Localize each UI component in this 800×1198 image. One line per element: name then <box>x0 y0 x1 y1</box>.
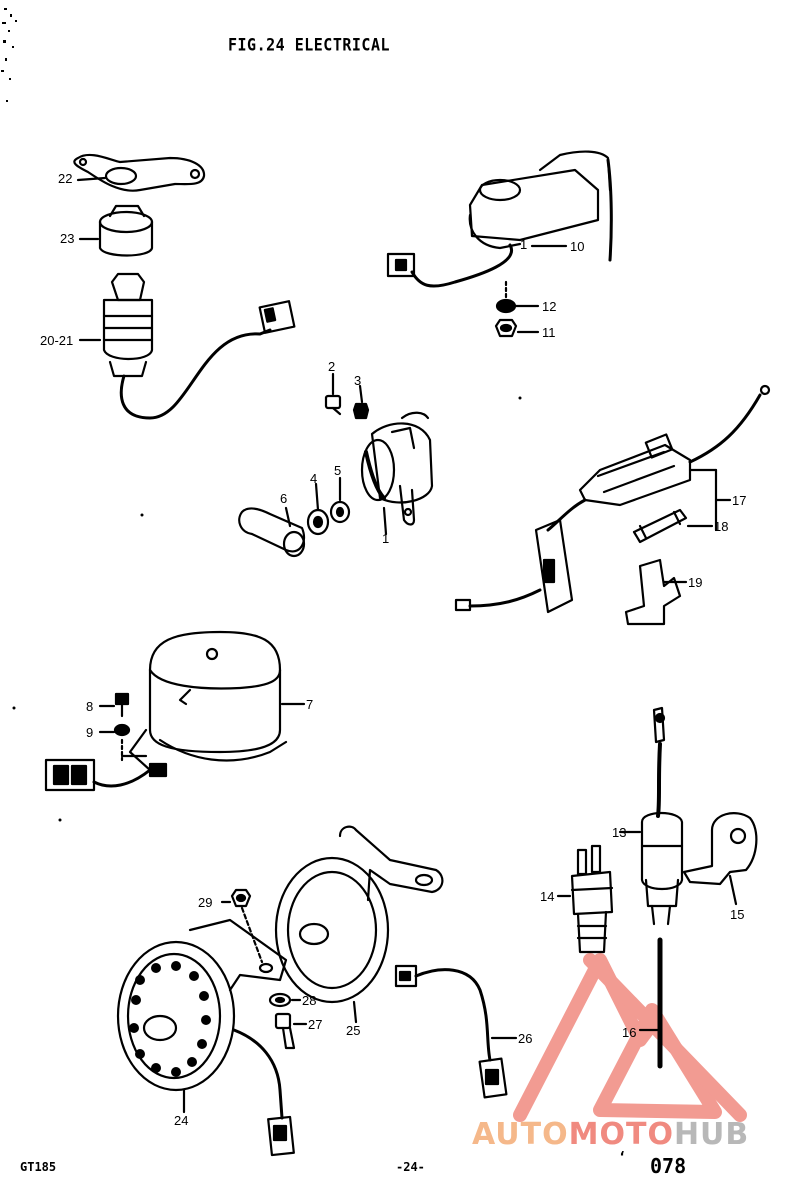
part-20-21-switch <box>78 272 296 420</box>
label-25: 25 <box>346 1023 361 1038</box>
scan-specks <box>1 8 17 102</box>
label-4: 4 <box>310 471 318 486</box>
label-18: 18 <box>714 519 729 534</box>
part-13-switch <box>618 706 684 926</box>
part-2-bolt <box>324 372 342 416</box>
label-5: 5 <box>334 463 342 478</box>
part-10-coil <box>386 150 613 288</box>
label-22: 22 <box>58 171 73 186</box>
label-14: 14 <box>540 889 555 904</box>
part-16-lead <box>638 937 663 1069</box>
label-28: 28 <box>302 993 317 1008</box>
part-6-cap <box>238 506 306 558</box>
part-25-horn <box>274 825 444 1024</box>
part-18-fuse <box>632 508 714 544</box>
label-1-coil: 1 <box>520 237 528 252</box>
part-1-holder <box>360 411 434 536</box>
footer-model: GT185 <box>20 1160 57 1174</box>
label-16: 16 <box>622 1025 637 1040</box>
label-12: 12 <box>542 299 557 314</box>
footer-code: 078 <box>650 1154 687 1178</box>
part-7-regulator <box>44 630 306 792</box>
footer-page: -24- <box>396 1160 425 1174</box>
watermark-text: AUTOMOTOHUB <box>472 1118 749 1152</box>
part-5-washer <box>329 476 351 524</box>
part-29-nut <box>220 888 264 964</box>
part-4-nut <box>306 482 330 536</box>
part-9-washer <box>98 723 131 762</box>
label-6: 6 <box>280 491 288 506</box>
label-7: 7 <box>306 697 314 712</box>
part-19-clip <box>624 558 688 626</box>
part-22-plate <box>73 153 206 192</box>
part-11-nut <box>494 318 540 338</box>
part-17-fuse-holder <box>454 384 771 614</box>
part-27-bolt <box>274 1012 308 1050</box>
label-2: 2 <box>328 359 336 374</box>
label-24: 24 <box>174 1113 189 1128</box>
watermark-auto: AUTO <box>472 1117 569 1152</box>
part-23-nut <box>78 204 154 257</box>
part-26-wire <box>394 964 518 1099</box>
label-10: 10 <box>570 239 585 254</box>
label-19: 19 <box>688 575 703 590</box>
watermark-hub: HUB <box>673 1117 750 1152</box>
watermark-moto: MOTO <box>568 1117 674 1152</box>
figure-title: FIG.24 ELECTRICAL <box>228 35 391 55</box>
label-23: 23 <box>60 231 75 246</box>
label-13: 13 <box>612 825 627 840</box>
part-28-washer <box>268 992 302 1008</box>
part-24-horn <box>116 918 295 1157</box>
label-29: 29 <box>198 895 213 910</box>
part-8-screw <box>98 692 130 718</box>
label-15: 15 <box>730 907 745 922</box>
label-27: 27 <box>308 1017 323 1032</box>
label-20-21: 20-21 <box>40 333 74 348</box>
label-9: 9 <box>86 725 94 740</box>
label-8: 8 <box>86 699 94 714</box>
footer-mark: ‘ <box>618 1150 627 1166</box>
part-14-switch <box>556 844 614 954</box>
label-11: 11 <box>542 325 556 340</box>
part-12-washer <box>495 280 540 314</box>
label-3: 3 <box>354 373 362 388</box>
label-17: 17 <box>732 493 747 508</box>
part-15-bracket <box>682 812 758 906</box>
part-3-nut <box>352 384 370 420</box>
label-1: 1 <box>382 531 390 546</box>
label-26: 26 <box>518 1031 533 1046</box>
scan-dots <box>12 396 522 822</box>
